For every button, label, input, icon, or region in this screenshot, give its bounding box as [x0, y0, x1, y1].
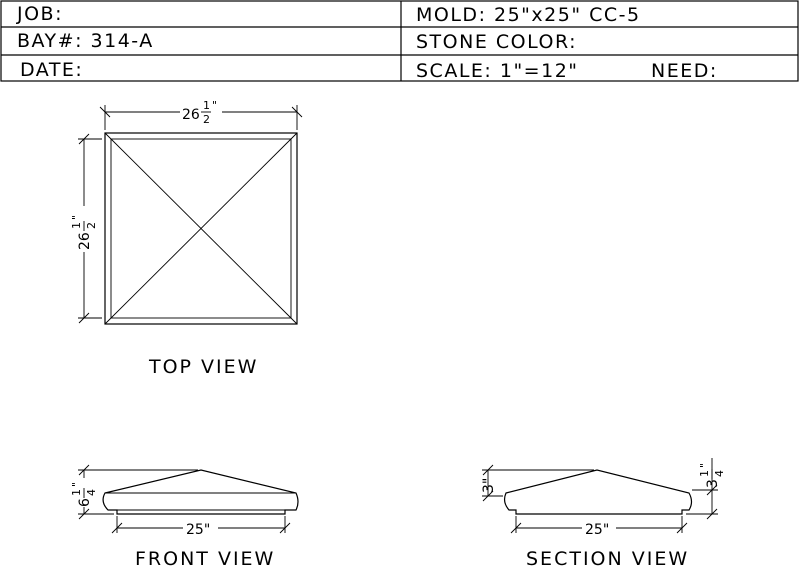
top-view-width-whole: 26 [182, 107, 200, 123]
title-block: JOB: MOLD: 25"x25" CC-5 BAY#: 314-A STON… [0, 0, 799, 82]
top-view-label: TOP VIEW [148, 356, 258, 378]
top-view-height-whole: 26 [77, 232, 93, 250]
mold-field: MOLD: 25"x25" CC-5 [416, 4, 641, 26]
date-field: DATE: [20, 59, 83, 81]
section-view-width-label: 25" [585, 522, 609, 538]
top-view-height-dimension: 26 1 2 " [70, 133, 102, 324]
top-view-height-denominator: 2 [85, 222, 98, 229]
top-view-height-numerator: 1 [70, 222, 83, 229]
section-view: 3" 3 1 4 " 25" [481, 458, 726, 570]
section-view-right-height-numerator: 1 [698, 470, 711, 477]
top-view-height-inch-mark: " [70, 215, 83, 220]
stone-color-field: STONE COLOR: [416, 31, 577, 53]
front-view: 6 1 4 " 25" FRONT VIEW [70, 464, 299, 570]
front-view-height-whole: 6 [77, 498, 93, 507]
top-view-width-denominator: 2 [203, 113, 210, 126]
section-view-label: SECTION VIEW [526, 548, 689, 570]
top-view-inner-outline [110, 138, 292, 319]
front-view-label: FRONT VIEW [135, 548, 275, 570]
front-view-height-numerator: 1 [70, 489, 83, 496]
bay-field: BAY#: 314-A [17, 30, 154, 52]
top-view-outer-outline [104, 132, 298, 325]
section-view-right-height-denominator: 4 [713, 470, 726, 477]
job-field: JOB: [16, 3, 63, 25]
section-view-width-dimension: 25" [510, 516, 688, 538]
section-view-left-height-label: 3" [481, 478, 497, 493]
top-view-diagonal [104, 132, 298, 325]
top-view-width-inch-mark: " [212, 99, 217, 112]
top-view: 26 1 2 " 26 1 2 " TOP VIEW [70, 99, 303, 378]
section-view-profile [503, 469, 693, 515]
front-view-height-denominator: 4 [85, 489, 98, 496]
section-view-right-height-inch-mark: " [698, 463, 711, 468]
section-view-left-height-dimension: 3" [481, 464, 594, 502]
section-view-right-height-dimension: 3 1 4 " [686, 458, 726, 520]
top-view-width-numerator: 1 [203, 99, 210, 112]
front-view-profile [102, 469, 299, 515]
front-view-width-label: 25" [186, 522, 210, 538]
front-view-height-inch-mark: " [70, 482, 83, 487]
section-view-right-height-whole: 3 [705, 479, 721, 488]
front-view-height-dimension: 6 1 4 " [70, 464, 198, 520]
front-view-width-dimension: 25" [111, 516, 291, 538]
scale-field: SCALE: 1"=12" [416, 60, 579, 82]
top-view-width-dimension: 26 1 2 " [99, 99, 303, 130]
need-field: NEED: [651, 60, 718, 82]
